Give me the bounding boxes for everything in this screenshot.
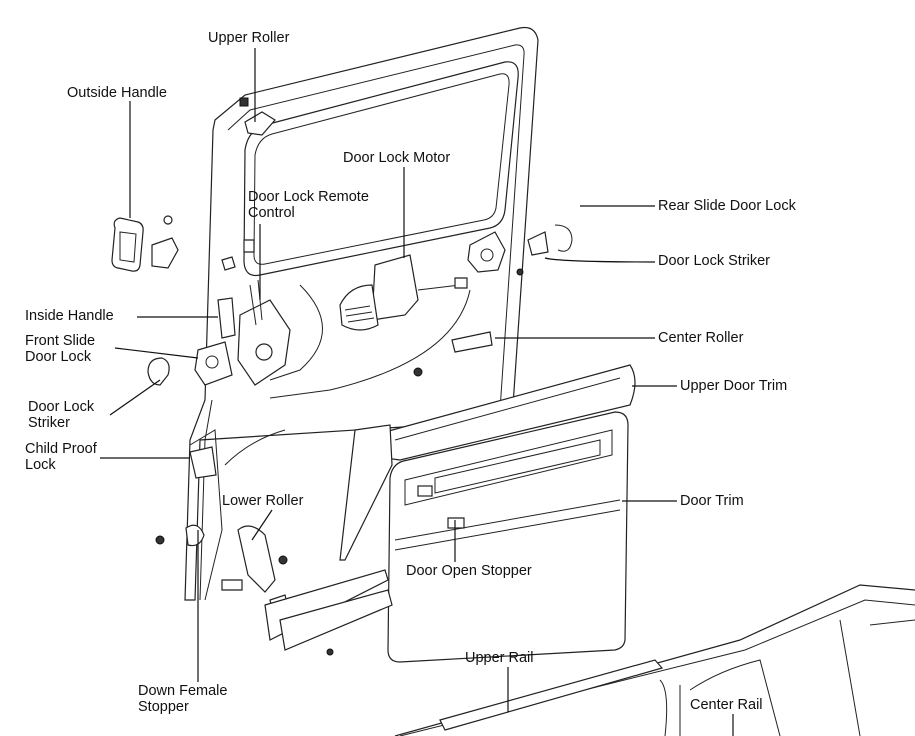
label-door-open-stopper: Door Open Stopper [406, 563, 532, 579]
down-female-stopper-part [185, 524, 205, 547]
label-line: Door Lock [25, 349, 92, 365]
center-roller-part [451, 331, 493, 353]
front-slide-door-lock-part [194, 341, 233, 386]
label-outside-handle: Outside Handle [67, 85, 167, 101]
label-rear-slide-door-lock: Rear Slide Door Lock [658, 198, 796, 214]
label-door-lock-striker-front: Door Lock Striker [28, 399, 94, 431]
label-upper-door-trim: Upper Door Trim [680, 378, 788, 394]
inside-handle-part [217, 297, 236, 339]
rear-door-lock-striker-part [527, 231, 549, 256]
label-line: Striker [28, 415, 70, 431]
label-center-roller: Center Roller [658, 330, 744, 346]
label-center-rail: Center Rail [690, 697, 763, 713]
lower-roller-part [237, 525, 276, 593]
label-door-lock-striker-rear: Door Lock Striker [658, 253, 771, 269]
label-line: Front Slide [25, 333, 96, 349]
label-inside-handle: Inside Handle [25, 308, 114, 324]
front-door-lock-striker-part [147, 357, 170, 386]
upper-door-trim-part [384, 364, 636, 461]
label-line: Lock [25, 457, 56, 473]
label-child-proof-lock: Child Proof Lock [25, 441, 97, 473]
door-frame-inner [227, 44, 525, 411]
label-line: Control [248, 205, 295, 221]
label-upper-rail: Upper Rail [465, 650, 534, 666]
label-down-female-stopper: Down Female Stopper [138, 683, 227, 715]
label-front-slide-door-lock: Front Slide Door Lock [25, 333, 95, 365]
upper-rail-part [439, 659, 664, 731]
leader-lines [100, 48, 734, 736]
label-lower-roller: Lower Roller [222, 493, 304, 509]
child-proof-lock-part [189, 446, 217, 479]
label-line: Door Lock [28, 399, 95, 415]
upper-roller-part [244, 111, 276, 136]
label-line: Down Female [138, 683, 228, 699]
label-door-lock-remote-control: Door Lock Remote Control [248, 189, 369, 221]
rear-slide-door-lock-part [467, 231, 506, 273]
label-upper-roller: Upper Roller [208, 30, 290, 46]
label-door-lock-motor: Door Lock Motor [343, 150, 451, 166]
label-door-trim: Door Trim [680, 493, 744, 509]
outside-handle-part [111, 217, 144, 272]
door-lock-remote-control-part [237, 299, 291, 386]
label-line: Stopper [138, 699, 189, 715]
label-line: Child Proof [25, 441, 97, 457]
label-line: Door Lock Remote [248, 189, 369, 205]
